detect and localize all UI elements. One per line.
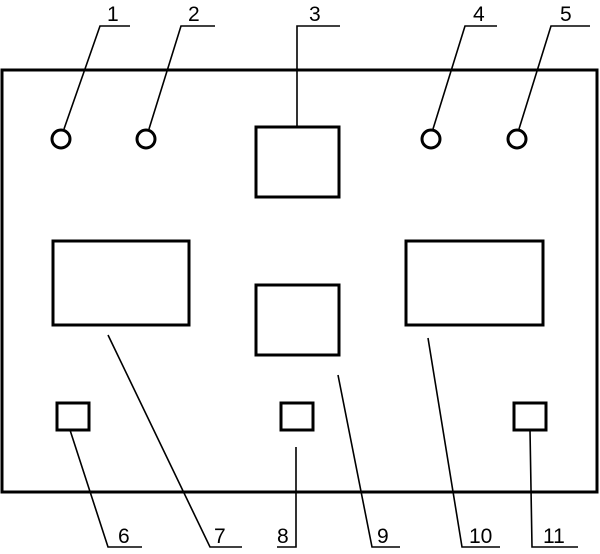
button-6 — [55, 401, 91, 432]
indicator-4 — [420, 128, 442, 150]
leader-2 — [148, 25, 215, 130]
label-9: 9 — [377, 525, 389, 548]
label-7: 7 — [214, 525, 226, 548]
display-9 — [254, 283, 341, 357]
label-1: 1 — [107, 3, 119, 26]
label-5: 5 — [560, 3, 572, 26]
leader-1 — [63, 25, 130, 130]
indicator-1 — [50, 128, 72, 150]
leader-10 — [427, 337, 500, 548]
button-11 — [512, 401, 548, 432]
leader-4 — [432, 25, 497, 130]
leader-11 — [529, 429, 578, 548]
label-3: 3 — [309, 3, 321, 26]
display-3 — [254, 125, 341, 199]
button-8 — [279, 401, 315, 432]
leader-7 — [107, 334, 242, 548]
leader-8 — [277, 447, 297, 548]
display-7 — [51, 239, 191, 327]
leader-6 — [69, 429, 142, 548]
leader-5 — [518, 25, 590, 130]
label-11: 11 — [543, 525, 565, 548]
display-10 — [404, 239, 545, 327]
label-2: 2 — [188, 3, 200, 26]
leader-9 — [337, 374, 400, 548]
label-6: 6 — [118, 525, 130, 548]
leader-3 — [296, 25, 340, 127]
label-10: 10 — [469, 525, 492, 548]
indicator-5 — [506, 128, 528, 150]
indicator-2 — [135, 128, 157, 150]
label-4: 4 — [473, 3, 485, 26]
label-8: 8 — [277, 525, 289, 548]
